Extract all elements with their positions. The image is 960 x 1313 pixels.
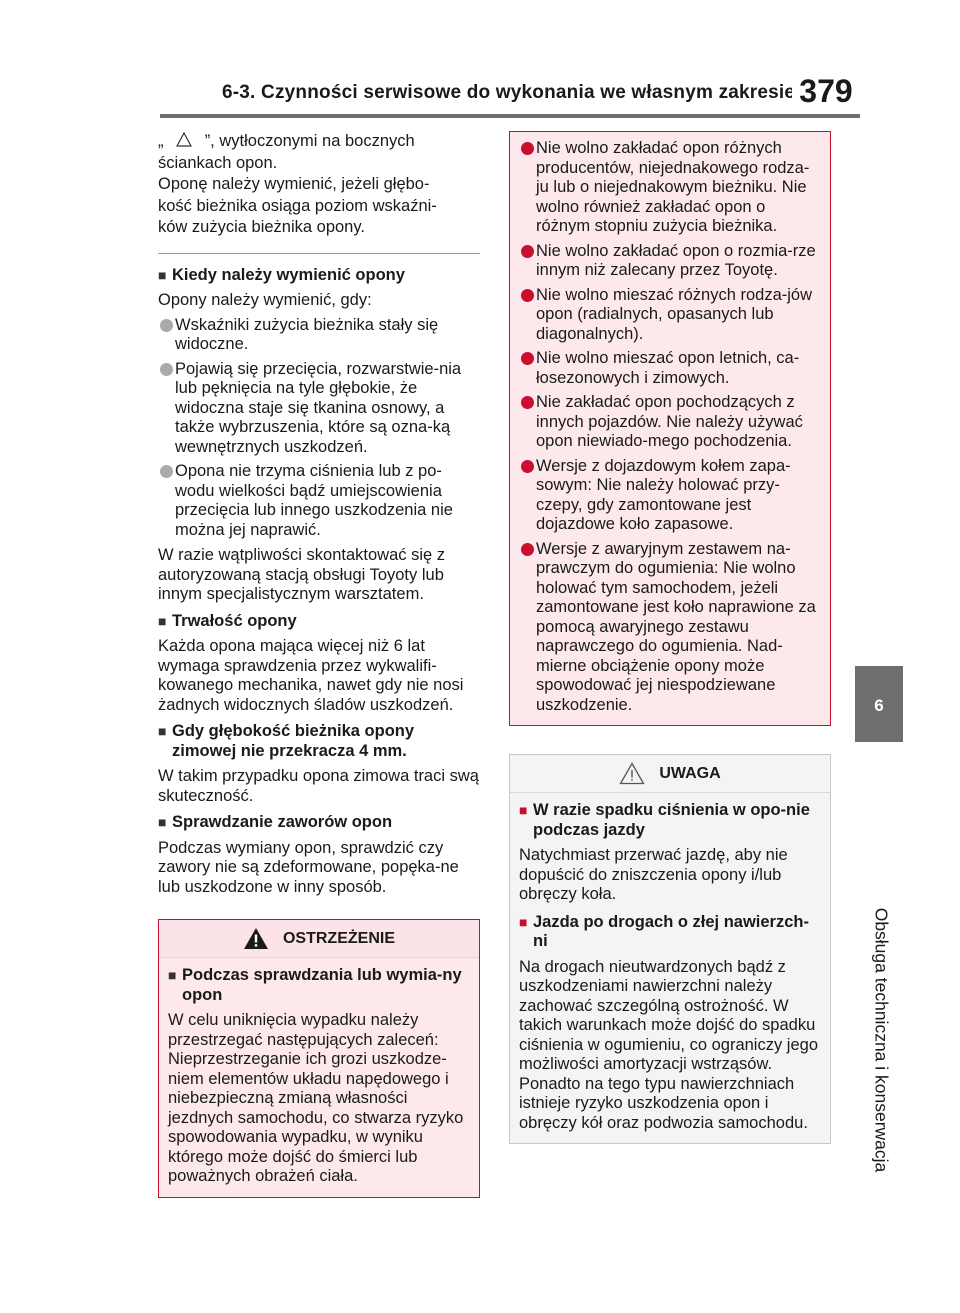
notice-title-row: UWAGA: [619, 762, 721, 785]
list-item-text: Pojawią się przecięcia, rozwarstwie-nia …: [175, 359, 462, 456]
list-item: Nie wolno mieszać opon letnich, ca-łosez…: [519, 349, 821, 388]
intro-line-2: ściankach opon.: [158, 153, 278, 172]
section-title: 6-3. Czynności serwisowe do wykonania we…: [222, 82, 796, 103]
page-header: 6-3. Czynności serwisowe do wykonania we…: [160, 68, 860, 118]
list-item-text: Nie wolno mieszać różnych rodza-jów opon…: [536, 285, 813, 343]
heading-valve-check: ■ Sprawdzanie zaworów opon: [158, 813, 480, 833]
red-circle-bullet-icon: [521, 288, 534, 302]
notice-box: UWAGA ■ W razie spadku ciśnienia w opo-n…: [509, 754, 831, 1144]
heading-text: W razie spadku ciśnienia w opo-nie podcz…: [533, 801, 810, 839]
red-circle-bullet-icon: [521, 352, 534, 365]
quote-open: „: [158, 132, 164, 150]
heading-when-replace: ■ Kiedy należy wymienić opony: [158, 266, 480, 286]
tire-life-text: Każda opona mająca więcej niż 6 lat wyma…: [158, 637, 464, 714]
square-bullet-icon: ■: [158, 612, 167, 629]
header-rule: [160, 114, 860, 118]
list-item: Pojawią się przecięcia, rozwarstwie-nia …: [158, 360, 480, 458]
replace-note: W razie wątpliwości skontaktować się z a…: [158, 546, 446, 603]
intro-text: „ ”, wytłoczonymi na bocznych ściankach …: [158, 131, 480, 239]
warning-box-continued: Nie wolno zakładać opon różnych producen…: [509, 131, 831, 726]
winter-tread-text: W takim przypadku opona zimowa traci swą…: [158, 767, 479, 805]
heading-tire-life: ■ Trwałość opony: [158, 612, 480, 632]
intro-line-4: kość bieżnika osiąga poziom wskaźni-: [158, 196, 437, 215]
notice-box-header: UWAGA: [510, 755, 830, 793]
red-circle-bullet-icon: [521, 244, 534, 258]
warning-box: OSTRZEŻENIE ■ Podczas sprawdzania lub wy…: [158, 919, 480, 1198]
list-item-text: Nie wolno mieszać opon letnich, ca-łosez…: [536, 349, 800, 387]
intro-line-1: „ ”, wytłoczonymi na bocznych: [158, 131, 480, 153]
left-column: „ ”, wytłoczonymi na bocznych ściankach …: [158, 131, 480, 1198]
notice-heading-pressure: ■ W razie spadku ciśnienia w opo-nie pod…: [519, 801, 821, 840]
list-item: Wersje z dojazdowym kołem zapa-sowym: Ni…: [519, 457, 821, 535]
red-circle-bullet-icon: [521, 459, 534, 473]
list-item: Nie zakładać opon pochodzących z innych …: [519, 393, 821, 452]
circle-bullet-icon: [160, 465, 173, 478]
red-square-bullet-icon: ■: [519, 802, 528, 818]
list-item: Nie wolno zakładać opon różnych producen…: [519, 139, 821, 237]
warning-triangle-icon: [243, 928, 268, 949]
list-item-text: Wersje z awaryjnym zestawem na-prawczym …: [536, 539, 816, 714]
caution-triangle-outline-icon: [619, 762, 645, 785]
square-bullet-icon: ■: [158, 266, 167, 283]
list-item: Nie wolno zakładać opon o rozmia-rze inn…: [519, 242, 821, 281]
red-circle-bullet-icon: [521, 542, 534, 556]
intro-line-5: ków zużycia bieżnika opony.: [158, 218, 365, 236]
circle-bullet-icon: [160, 318, 173, 332]
heading-text: Trwałość opony: [172, 611, 297, 630]
circle-bullet-icon: [160, 362, 173, 376]
list-item: Wskaźniki zużycia bieżnika stały się wid…: [158, 316, 480, 355]
list-item-text: Wersje z dojazdowym kołem zapa-sowym: Ni…: [536, 456, 791, 534]
warning-box-header: OSTRZEŻENIE: [159, 920, 479, 958]
red-square-bullet-icon: ■: [519, 913, 528, 930]
heading-text: Jazda po drogach o złej nawierzch-ni: [533, 912, 809, 951]
red-circle-bullet-icon: [521, 396, 534, 409]
list-item-text: Nie wolno zakładać opon różnych producen…: [536, 139, 810, 235]
page-number: 379: [792, 68, 860, 114]
chapter-tab: 6: [855, 666, 903, 742]
right-column: Nie wolno zakładać opon różnych producen…: [509, 131, 831, 1144]
heading-text: Sprawdzanie zaworów opon: [172, 813, 393, 831]
list-item-text: Nie wolno zakładać opon o rozmia-rze inn…: [536, 241, 816, 280]
square-bullet-icon: ■: [168, 967, 177, 983]
heading-winter-tread: ■ Gdy głębokość bieżnika opony zimowej n…: [158, 722, 480, 761]
notice-text-road: Na drogach nieutwardzonych bądź z uszkod…: [519, 957, 818, 1132]
section-divider: [158, 252, 480, 254]
replace-lead: Opony należy wymienić, gdy:: [158, 291, 372, 309]
valve-check-text: Podczas wymiany opon, sprawdzić czy zawo…: [158, 838, 459, 896]
list-item-text: Opona nie trzyma ciśnienia lub z po-wodu…: [175, 462, 453, 539]
warning-text: W celu uniknięcia wypadku należy przestr…: [168, 1011, 464, 1185]
list-item-text: Nie zakładać opon pochodzących z innych …: [536, 393, 803, 450]
notice-heading-road: ■ Jazda po drogach o złej nawierzch-ni: [519, 913, 821, 952]
heading-text: Podczas sprawdzania lub wymia-ny opon: [182, 966, 462, 1004]
list-item-text: Wskaźniki zużycia bieżnika stały się wid…: [175, 315, 439, 354]
list-item: Nie wolno mieszać różnych rodza-jów opon…: [519, 286, 821, 345]
heading-text: Kiedy należy wymienić opony: [172, 265, 405, 284]
list-item: Wersje z awaryjnym zestawem na-prawczym …: [519, 540, 821, 716]
warning-title-row: OSTRZEŻENIE: [243, 927, 395, 950]
notice-text-pressure: Natychmiast przerwać jazdę, aby nie dopu…: [519, 846, 788, 903]
red-circle-bullet-icon: [521, 142, 534, 155]
square-bullet-icon: ■: [158, 814, 167, 830]
warning-heading: ■ Podczas sprawdzania lub wymia-ny opon: [168, 966, 470, 1005]
intro-line-3: Oponę należy wymienić, jeżeli głębo-: [158, 175, 430, 193]
quote-close: ”, wytłoczonymi na bocznych: [204, 132, 415, 150]
chapter-title: Obsługa techniczna i konserwacja: [871, 907, 892, 1173]
notice-title: UWAGA: [659, 764, 721, 782]
heading-text: Gdy głębokość bieżnika opony zimowej nie…: [172, 722, 415, 760]
list-item: Opona nie trzyma ciśnienia lub z po-wodu…: [158, 462, 480, 540]
square-bullet-icon: ■: [158, 723, 167, 739]
warning-title: OSTRZEŻENIE: [282, 929, 395, 947]
tread-wear-mark-icon: [176, 131, 193, 147]
